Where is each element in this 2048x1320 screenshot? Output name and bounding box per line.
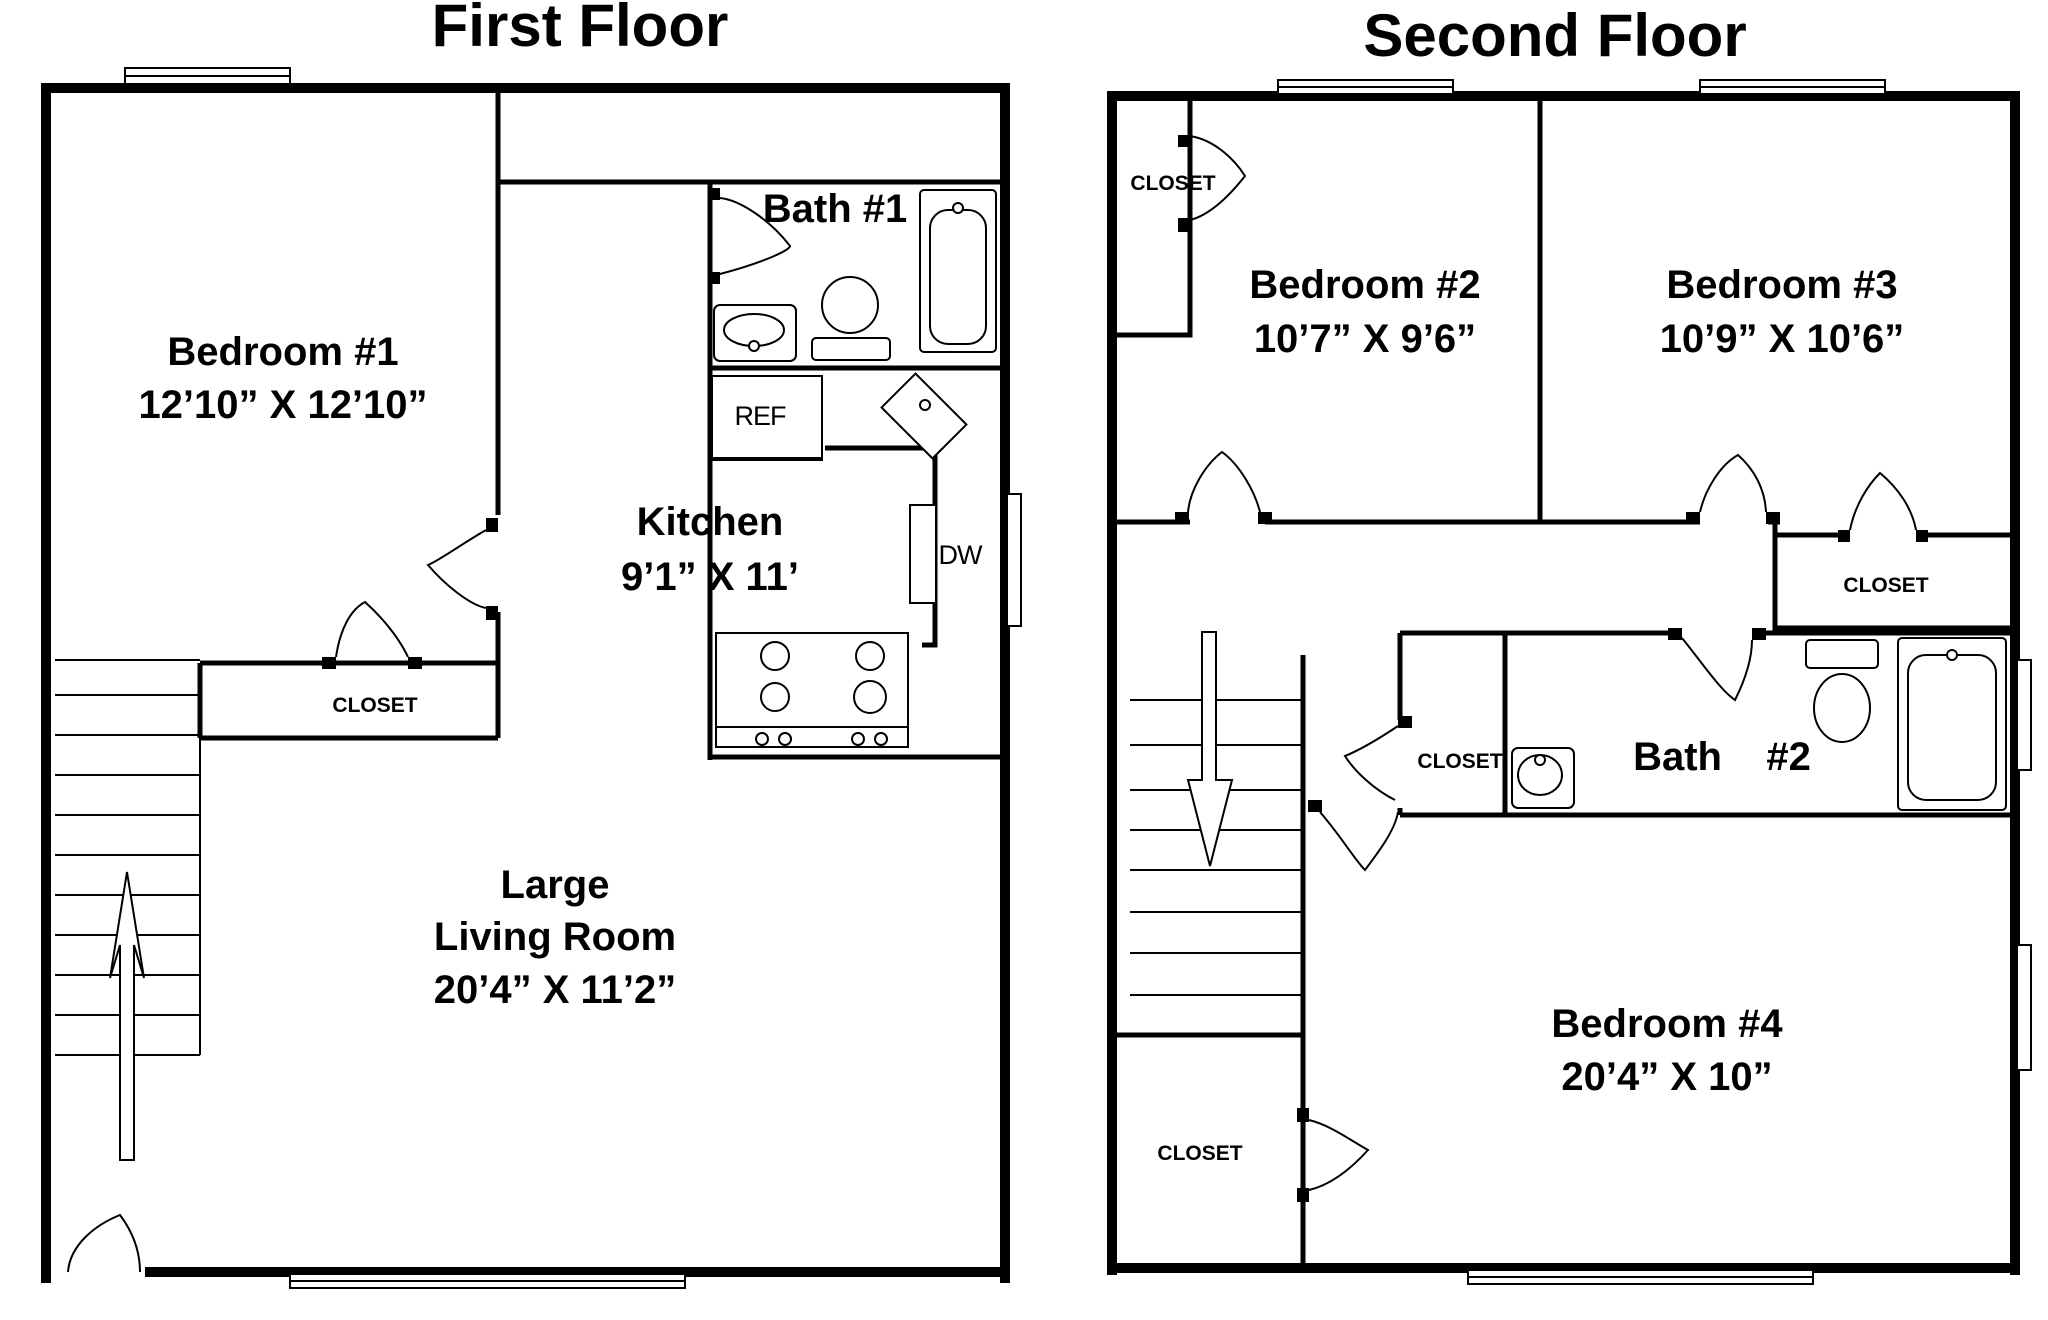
- living-room-label-line2: Living Room: [434, 915, 676, 959]
- bedroom-4-label: Bedroom #4: [1551, 1002, 1783, 1046]
- bedroom-3-label: Bedroom #3: [1666, 263, 1897, 307]
- refrigerator-label: REF: [735, 401, 787, 431]
- second-floor-door-jambs: [1175, 135, 1928, 1202]
- closet-bedroom-2-label: CLOSET: [1130, 172, 1215, 195]
- second-floor-windows: [1277, 79, 2032, 1285]
- second-floor-title: Second Floor: [1363, 2, 1746, 69]
- stair-down-arrow-icon: [1186, 631, 1234, 867]
- bedroom-1-label: Bedroom #1: [167, 330, 398, 374]
- second-floor-exterior-walls: [1107, 91, 2020, 1275]
- bedroom-2-label: Bedroom #2: [1249, 263, 1480, 307]
- bath-1-fixtures: [713, 189, 997, 362]
- bedroom-3-size: 10’9” X 10’6”: [1660, 317, 1905, 361]
- first-floor-closet-label: CLOSET: [332, 694, 417, 717]
- first-floor-stairs: [55, 659, 201, 1161]
- bedroom-4-size: 20’4” X 10”: [1561, 1055, 1772, 1099]
- first-floor-exterior-walls: [41, 83, 1010, 1283]
- second-floor-interior-walls: [1116, 100, 2012, 1266]
- kitchen-label: Kitchen: [637, 500, 784, 544]
- kitchen-size: 9’1” X 11’: [621, 555, 799, 599]
- first-floor-title: First Floor: [432, 0, 729, 59]
- bath-1-label: Bath #1: [763, 187, 908, 231]
- dishwasher-label: DW: [939, 540, 983, 570]
- first-floor-windows: [124, 67, 1022, 1289]
- closet-hall-label: CLOSET: [1843, 574, 1928, 597]
- closet-bedroom-4-label: CLOSET: [1157, 1142, 1242, 1165]
- bedroom-2-size: 10’7” X 9’6”: [1254, 317, 1476, 361]
- second-floor-stairs: [1115, 631, 1303, 1035]
- living-room-size: 20’4” X 11’2”: [434, 968, 676, 1012]
- living-room-label-line1: Large: [501, 863, 610, 907]
- bath-2-fixtures: [1511, 637, 2007, 811]
- bedroom-1-size: 12’10” X 12’10”: [138, 383, 427, 427]
- closet-linen-label: CLOSET: [1417, 750, 1502, 773]
- second-floor: Second Floor: [1107, 2, 2032, 1285]
- kitchen-fixtures: [711, 372, 968, 748]
- first-floor: First Floor: [41, 0, 1022, 1289]
- bath-2-label: Bath #2: [1633, 735, 1811, 779]
- first-floor-door-jambs: [322, 188, 720, 669]
- second-floor-doors: [1187, 135, 1917, 1191]
- stair-up-arrow-icon: [109, 871, 145, 1161]
- first-floor-doors: [67, 197, 792, 1273]
